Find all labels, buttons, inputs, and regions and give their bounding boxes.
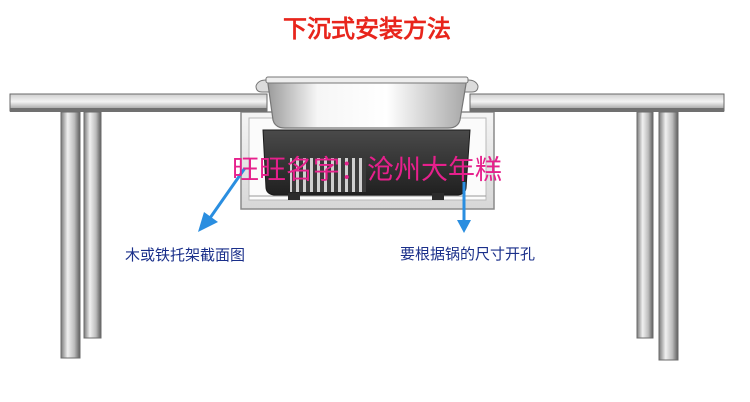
cooker-vent-grille xyxy=(290,158,366,192)
cutout-arrow xyxy=(457,182,471,233)
left-counter-slab xyxy=(9,93,268,112)
pot-rim xyxy=(265,76,469,84)
right-counter-slab xyxy=(469,93,725,112)
cutout-callout-label: 要根据锅的尺寸开孔 xyxy=(400,245,535,263)
diagram-title: 下沉式安装方法 xyxy=(283,15,451,43)
right-table-legs xyxy=(636,111,679,361)
shop-watermark: 旺旺名字：沧州大年糕 xyxy=(232,155,502,186)
left-table-legs xyxy=(60,111,102,359)
bracket-callout-label: 木或铁托架截面图 xyxy=(125,246,245,264)
bracket-arrow xyxy=(198,167,247,232)
cooking-pot xyxy=(255,76,479,129)
induction-cooker xyxy=(262,129,471,200)
